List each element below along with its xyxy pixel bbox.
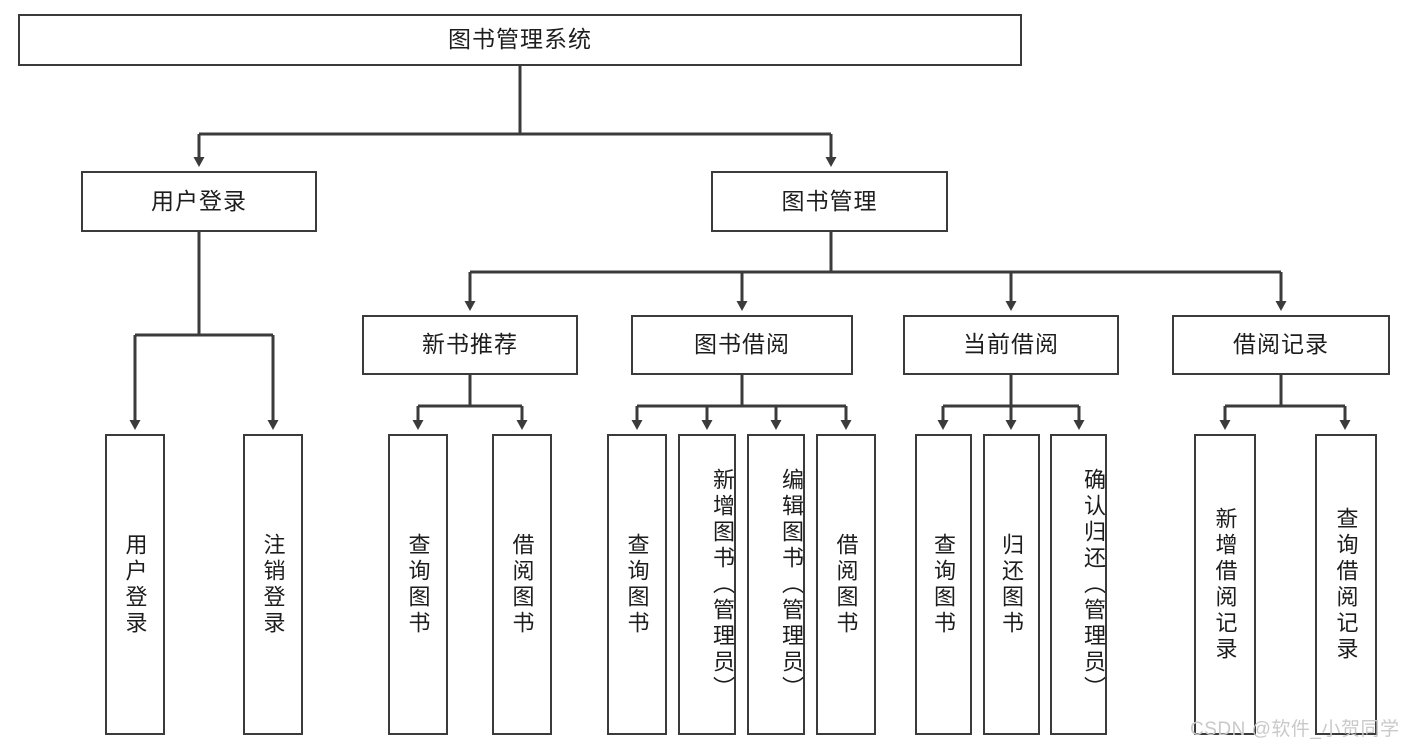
node-label: 图书管理系统 bbox=[448, 26, 592, 53]
node-book-management[interactable]: 图书管理 bbox=[711, 171, 948, 232]
leaf-borrow-book-recommend[interactable]: 借阅图书 bbox=[492, 434, 552, 735]
leaf-add-borrow-record[interactable]: 新增借阅记录 bbox=[1194, 434, 1256, 735]
node-label: 用户登录 bbox=[151, 187, 247, 214]
node-label: 新增借阅记录 bbox=[1212, 506, 1238, 663]
leaf-return-book[interactable]: 归还图书 bbox=[983, 434, 1040, 735]
node-new-book-recommend[interactable]: 新书推荐 bbox=[362, 315, 578, 375]
node-label: 查询图书 bbox=[624, 532, 650, 637]
node-borrow-record[interactable]: 借阅记录 bbox=[1172, 315, 1390, 375]
node-book-borrow[interactable]: 图书借阅 bbox=[631, 315, 853, 375]
leaf-query-book-recommend[interactable]: 查询图书 bbox=[388, 434, 448, 735]
leaf-logout[interactable]: 注销登录 bbox=[243, 434, 303, 735]
node-label: 新书推荐 bbox=[422, 331, 518, 358]
node-label: 确认归还（管理员） bbox=[1081, 467, 1106, 702]
node-current-borrow[interactable]: 当前借阅 bbox=[903, 315, 1119, 375]
node-label: 查询借阅记录 bbox=[1333, 506, 1359, 663]
node-user-login[interactable]: 用户登录 bbox=[81, 171, 317, 232]
node-label: 图书管理 bbox=[781, 187, 878, 214]
node-label: 当前借阅 bbox=[963, 331, 1059, 358]
leaf-borrow-book[interactable]: 借阅图书 bbox=[816, 434, 876, 735]
leaf-user-login[interactable]: 用户登录 bbox=[105, 434, 165, 735]
leaf-query-book-borrow[interactable]: 查询图书 bbox=[607, 434, 667, 735]
node-label: 用户登录 bbox=[122, 532, 148, 637]
node-label: 借阅图书 bbox=[509, 532, 535, 637]
node-label: 归还图书 bbox=[999, 532, 1025, 637]
node-label: 借阅图书 bbox=[833, 532, 859, 637]
node-label: 借阅记录 bbox=[1233, 331, 1329, 358]
leaf-add-book-admin[interactable]: 新增图书（管理员） bbox=[678, 434, 736, 735]
node-label: 注销登录 bbox=[260, 532, 286, 637]
leaf-confirm-return-admin[interactable]: 确认归还（管理员） bbox=[1050, 434, 1107, 735]
node-label: 编辑图书（管理员） bbox=[779, 467, 804, 702]
node-label: 新增图书（管理员） bbox=[710, 467, 735, 702]
node-root-system[interactable]: 图书管理系统 bbox=[18, 14, 1022, 66]
node-label: 图书借阅 bbox=[694, 331, 790, 358]
leaf-query-book-current[interactable]: 查询图书 bbox=[915, 434, 972, 735]
leaf-edit-book-admin[interactable]: 编辑图书（管理员） bbox=[747, 434, 805, 735]
leaf-query-borrow-record[interactable]: 查询借阅记录 bbox=[1315, 434, 1377, 735]
node-label: 查询图书 bbox=[405, 532, 431, 637]
csdn-watermark: CSDN @软件_小贺同学 bbox=[1190, 719, 1400, 740]
node-label: 查询图书 bbox=[931, 532, 957, 637]
